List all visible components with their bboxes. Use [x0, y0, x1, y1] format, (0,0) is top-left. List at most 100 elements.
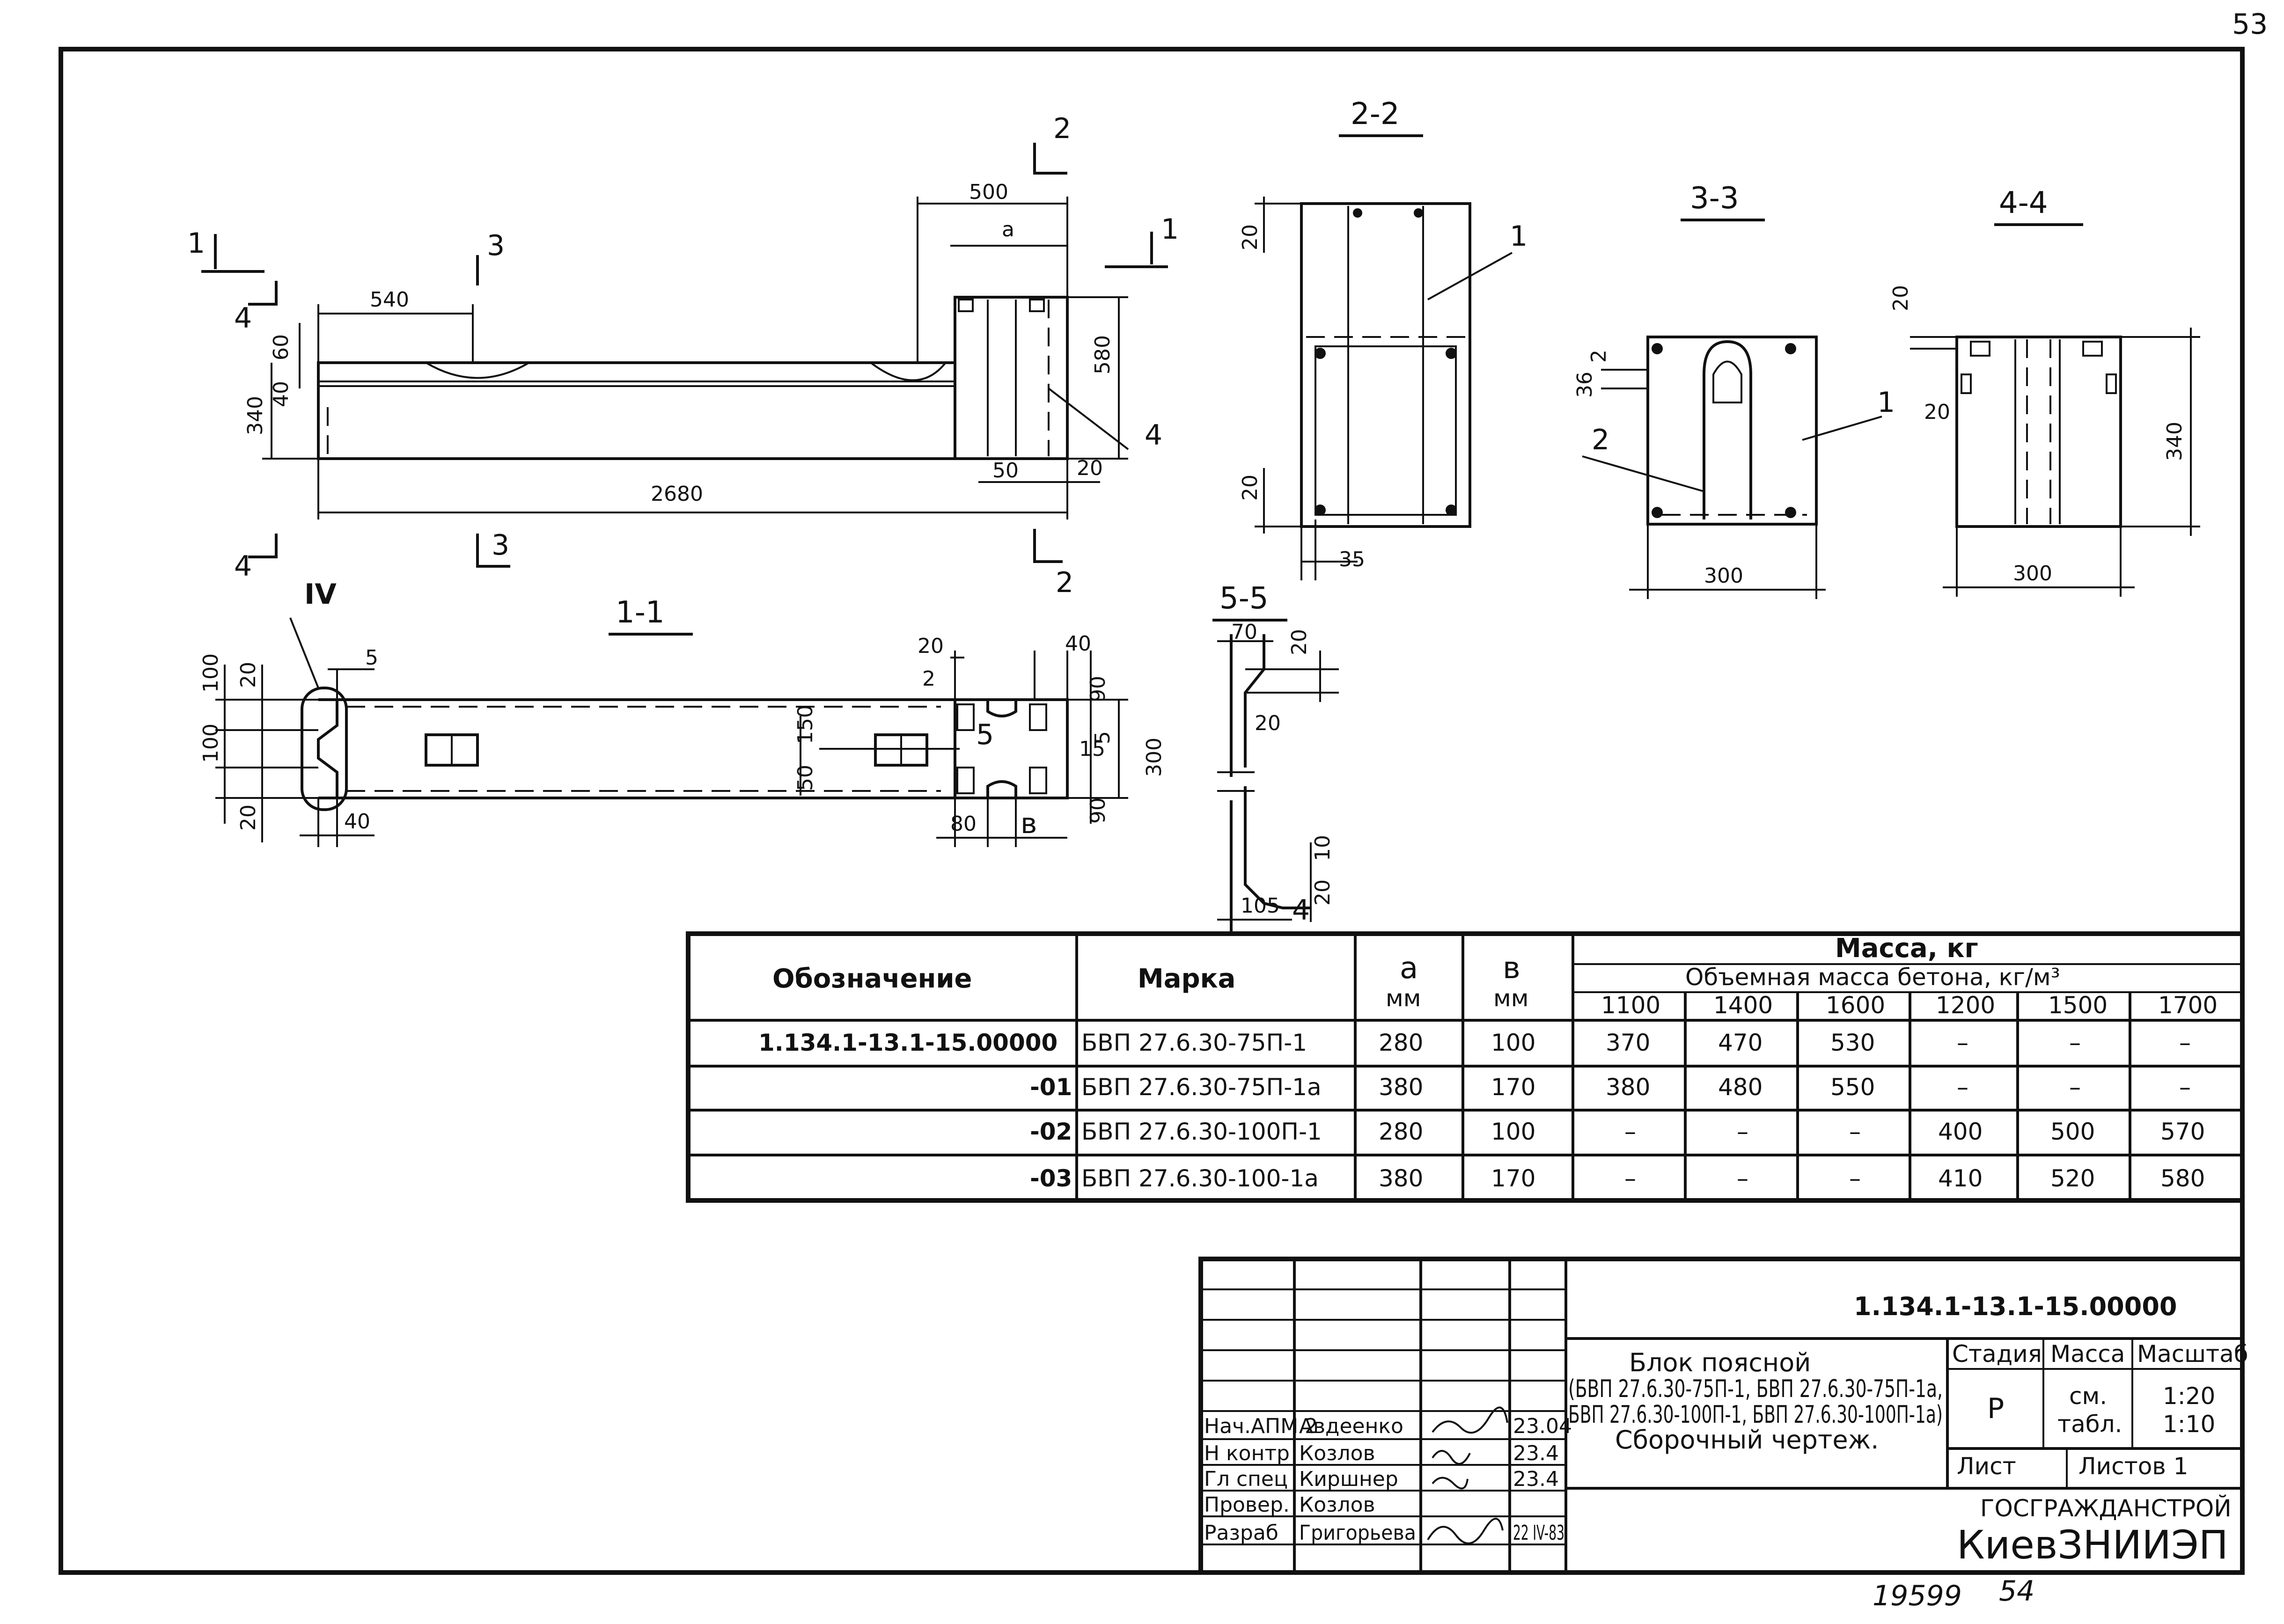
elevation-view: 500 a 540 2680 580 340 60 40 50 20 1 1 2… — [187, 112, 1179, 599]
dim-2-plan: 2 — [922, 667, 935, 691]
dim-340-s44: 340 — [2163, 422, 2187, 461]
sheet-number: 53 — [2232, 8, 2268, 41]
section-2-2-title: 2-2 — [1351, 97, 1400, 132]
spec-table: Обозначение Марка a мм в мм Масса, кг Об… — [686, 931, 2245, 1203]
title-name-3: БВП 27.6.30-100П-1, БВП 27.6.30-100П-1а) — [1568, 1401, 1943, 1429]
section-3-3-title: 3-3 — [1690, 181, 1739, 216]
dim-20-plan-bottom: 20 — [236, 805, 260, 831]
staff0-role: Нач.АПМ 2 — [1204, 1414, 1318, 1438]
row0-b: 100 — [1491, 1029, 1535, 1056]
row2-a: 280 — [1379, 1118, 1423, 1145]
title-name-2: (БВП 27.6.30-75П-1, БВП 27.6.30-75П-1а, — [1568, 1375, 1943, 1403]
section-3-3: 3-3 300 36 2 1 2 — [1573, 181, 1895, 599]
cut-3-bottom: 3 — [492, 529, 509, 562]
staff3-role: Провер. — [1204, 1493, 1290, 1517]
hdr-density-4: 1500 — [2048, 992, 2108, 1019]
hdr-designation: Обозначение — [772, 964, 972, 994]
title-mass-2: табл. — [2057, 1411, 2122, 1438]
dim-540: 540 — [370, 288, 409, 312]
hdr-density-3: 1200 — [1936, 992, 1995, 1019]
row3-b: 170 — [1491, 1165, 1535, 1192]
title-org-1: ГОСГРАЖДАНСТРОЙ — [1980, 1494, 2232, 1522]
hdr-density-2: 1600 — [1826, 992, 1885, 1019]
hdr-b-unit: мм — [1493, 985, 1528, 1012]
row2-m5: 570 — [2160, 1118, 2205, 1145]
title-name-1: Блок поясной — [1629, 1348, 1811, 1377]
title-name-4: Сборочный чертеж. — [1615, 1425, 1879, 1455]
row1-m0: 380 — [1606, 1074, 1650, 1101]
hdr-mass-subtitle: Объемная масса бетона, кг/м³ — [1685, 964, 2060, 991]
dim-580: 580 — [1091, 335, 1115, 374]
cut-1-right: 1 — [1161, 213, 1179, 246]
row2-designation: -02 — [1030, 1118, 1072, 1145]
hdr-density-5: 1700 — [2158, 992, 2218, 1019]
row1-m3: – — [1957, 1074, 1968, 1101]
row2-m1: – — [1737, 1118, 1748, 1145]
row3-m3: 410 — [1938, 1165, 1983, 1192]
dim-20-s44-top: 20 — [1889, 285, 1913, 311]
dim-105: 105 — [1241, 894, 1280, 918]
staff1-name: Козлов — [1299, 1441, 1375, 1465]
dim-20-s44-side: 20 — [1924, 400, 1950, 424]
row0-m3: – — [1957, 1029, 1968, 1056]
callout-2-s33: 2 — [1592, 424, 1609, 456]
cut-1-left: 1 — [187, 227, 205, 260]
footer-inventory: 19599 — [1873, 1580, 1962, 1612]
dim-300-s44: 300 — [2013, 562, 2052, 585]
dim-50-elev: 50 — [992, 459, 1019, 483]
row2-m3: 400 — [1938, 1118, 1983, 1145]
section-1-1-title: 1-1 — [616, 595, 665, 630]
title-sheets-label: Листов 1 — [2078, 1453, 2188, 1480]
hdr-b: в — [1503, 951, 1520, 986]
row1-m1: 480 — [1718, 1074, 1763, 1101]
dim-40: 40 — [269, 381, 293, 407]
title-block: 1.134.1-13.1-15.00000 Блок поясной (БВП … — [1198, 1257, 2248, 1575]
row2-b: 100 — [1491, 1118, 1535, 1145]
section-4-4: 4-4 340 300 20 20 — [1889, 186, 2200, 597]
dim-340-elev: 340 — [243, 396, 267, 435]
node-4-outline — [301, 687, 348, 811]
cut-3-top: 3 — [487, 229, 505, 262]
dim-20-s55-mid: 20 — [1255, 711, 1281, 735]
row0-m2: 530 — [1830, 1029, 1875, 1056]
signature-1 — [1432, 1406, 1508, 1434]
hdr-mark: Марка — [1138, 964, 1235, 994]
section-4-4-title: 4-4 — [1999, 186, 2048, 220]
dim-70: 70 — [1231, 620, 1257, 644]
hdr-mass-title: Масса, кг — [1835, 933, 1978, 964]
dim-20-plan-top: 20 — [236, 662, 260, 688]
title-sheet-label: Лист — [1957, 1453, 2016, 1480]
row0-designation: 1.134.1-13.1-15.00000 — [758, 1029, 1058, 1056]
title-scale-1: 1:20 — [2163, 1383, 2215, 1410]
row1-m5: – — [2179, 1074, 2191, 1101]
dim-150-plan: 150 — [793, 705, 817, 744]
dim-35: 35 — [1339, 548, 1365, 571]
section-1-1: 1-1 — [199, 578, 1166, 847]
cut-2-top: 2 — [1053, 112, 1071, 145]
dim-100-plan-mid: 100 — [199, 724, 223, 763]
drawing-frame — [59, 47, 2245, 1575]
row3-m5: 580 — [2160, 1165, 2205, 1192]
hdr-density-1: 1400 — [1713, 992, 1773, 1019]
row1-mark: БВП 27.6.30-75П-1а — [1081, 1074, 1322, 1101]
section-5-5-title: 5-5 — [1219, 581, 1269, 616]
row3-m2: – — [1849, 1165, 1861, 1192]
dim-90-plan-top: 90 — [1086, 676, 1110, 702]
row3-mark: БВП 27.6.30-100-1а — [1081, 1165, 1319, 1192]
row3-designation: -03 — [1030, 1165, 1072, 1192]
row1-b: 170 — [1491, 1074, 1535, 1101]
staff4-name: Григорьева — [1299, 1521, 1416, 1545]
dim-5-plan-right: 5 — [1091, 731, 1115, 744]
dim-40-plan: 40 — [344, 810, 370, 834]
row3-m1: – — [1737, 1165, 1748, 1192]
callout-1-s22: 1 — [1510, 220, 1528, 253]
row2-m0: – — [1624, 1118, 1636, 1145]
staff0-date: 23.04 — [1513, 1414, 1572, 1438]
cut-4-top: 4 — [234, 302, 252, 335]
dim-20-s22-bottom: 20 — [1238, 475, 1262, 501]
row2-m4: 500 — [2050, 1118, 2095, 1145]
cut-5-plan: 5 — [976, 718, 994, 751]
dim-5-plan: 5 — [365, 646, 378, 670]
staff4-date: 22 IV-83 — [1513, 1521, 1564, 1545]
